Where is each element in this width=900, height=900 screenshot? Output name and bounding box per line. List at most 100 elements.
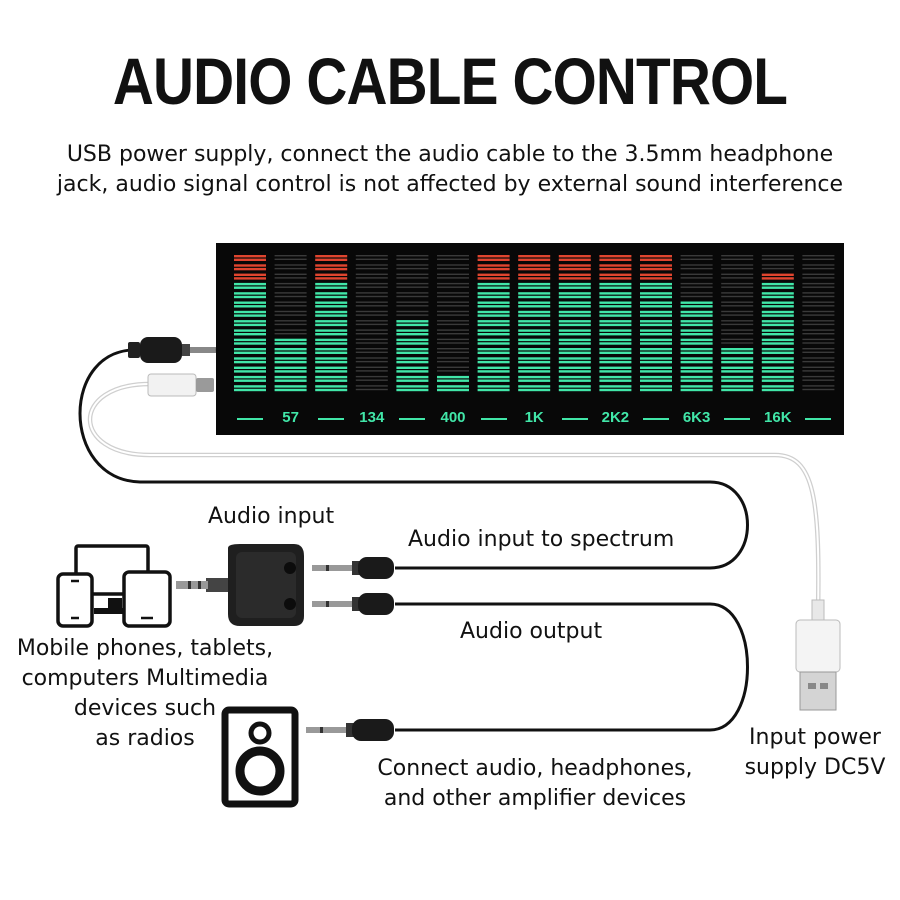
spectrum-column xyxy=(274,255,307,392)
spectrum-input-plug xyxy=(312,557,394,579)
bar-segment-lit xyxy=(558,370,591,373)
bar-segment-lit xyxy=(640,305,672,308)
bar-segment-off xyxy=(274,295,307,298)
bar-segment-lit xyxy=(437,379,469,382)
bar-segment-lit xyxy=(558,348,591,351)
bar-segment-off xyxy=(355,301,388,303)
bar-segment-off xyxy=(355,264,388,266)
bar-segment-lit xyxy=(558,295,591,299)
bar-segment-lit xyxy=(640,375,672,379)
bar-segment-off xyxy=(802,351,835,353)
bar-segment-lit xyxy=(234,255,266,258)
bar-segment-lit xyxy=(234,388,266,392)
frequency-label: 6K3 xyxy=(682,409,711,426)
bar-segment-lit xyxy=(721,357,754,360)
bar-segment-lit xyxy=(721,360,754,364)
bar-segment-lit xyxy=(640,255,672,258)
bar-segment-lit xyxy=(518,351,551,354)
bar-segment-off xyxy=(680,292,713,294)
bar-segment-lit xyxy=(558,366,591,369)
bar-segment-off xyxy=(721,329,754,331)
bar-segment-lit xyxy=(599,351,632,354)
bar-segment-lit xyxy=(234,379,266,382)
spectrum-column xyxy=(761,255,794,392)
bar-segment-lit xyxy=(558,258,591,261)
bar-segment-lit xyxy=(599,314,632,317)
bar-segment-lit xyxy=(518,388,551,392)
audio-splitter xyxy=(176,544,304,626)
bar-segment-off xyxy=(355,348,388,350)
bar-segment-lit xyxy=(761,273,794,276)
bar-segment-lit xyxy=(721,375,754,379)
bar-segment-lit xyxy=(599,338,632,342)
bar-segment-lit xyxy=(761,338,794,342)
bar-segment-lit xyxy=(761,375,794,379)
bar-segment-off xyxy=(802,292,835,294)
bar-segment-lit xyxy=(558,351,591,354)
bar-segment-lit xyxy=(640,333,672,336)
bar-segment-lit xyxy=(234,323,266,327)
frequency-dash xyxy=(237,418,263,420)
bar-segment-off xyxy=(396,282,429,285)
spectrum-audio-cable xyxy=(78,348,749,570)
bar-segment-lit xyxy=(477,310,510,314)
bar-segment-lit xyxy=(558,357,591,360)
page-title: AUDIO CABLE CONTROL xyxy=(112,44,788,118)
bar-segment-lit xyxy=(680,375,713,379)
bar-segment-off xyxy=(802,348,835,350)
bar-segment-off xyxy=(396,301,429,303)
frequency-dash xyxy=(805,418,832,420)
bar-segment-off xyxy=(355,329,388,331)
bar-segment-lit xyxy=(640,273,672,276)
bar-segment-lit xyxy=(477,277,510,280)
bar-segment-off xyxy=(437,286,469,288)
bar-segment-lit xyxy=(680,351,713,354)
frequency-label: 400 xyxy=(440,409,466,426)
bar-segment-off xyxy=(802,286,835,288)
bar-segment-lit xyxy=(518,282,551,286)
bar-segment-lit xyxy=(518,295,551,299)
bar-segment-lit xyxy=(558,329,591,332)
bar-segment-off xyxy=(802,264,835,266)
bar-segment-lit xyxy=(518,333,551,336)
frequency-dash xyxy=(480,418,507,420)
bar-segment-off xyxy=(721,301,754,303)
bar-segment-lit xyxy=(558,314,591,317)
bar-segment-lit xyxy=(599,273,632,276)
bar-segment-lit xyxy=(518,385,551,388)
bar-segment-lit xyxy=(640,329,672,332)
bar-segment-off xyxy=(437,277,469,279)
bar-segment-lit xyxy=(518,329,551,332)
bar-segment-lit xyxy=(721,379,754,382)
spectrum-column xyxy=(680,255,713,392)
audio-output-cable xyxy=(395,602,749,732)
bar-segment-lit xyxy=(558,292,591,295)
usb-a-plug xyxy=(795,599,841,711)
bar-segment-off xyxy=(437,310,469,313)
bar-segment-lit xyxy=(315,320,348,323)
bar-segment-lit xyxy=(518,255,551,258)
bar-segment-lit xyxy=(477,314,510,317)
bar-segment-off xyxy=(721,310,754,313)
bar-segment-lit xyxy=(477,320,510,323)
spectrum-column xyxy=(437,255,469,392)
bar-segment-lit xyxy=(599,379,632,382)
bar-segment-off xyxy=(396,273,429,275)
bar-segment-lit xyxy=(315,388,348,392)
bar-segment-lit xyxy=(234,295,266,299)
bar-segment-lit xyxy=(234,310,266,314)
bar-segment-off xyxy=(355,286,388,288)
bar-segment-off xyxy=(274,292,307,294)
bar-segment-lit xyxy=(680,360,713,364)
bar-segment-off xyxy=(802,366,835,368)
bar-segment-off xyxy=(355,342,388,344)
bar-segment-lit xyxy=(599,267,632,271)
bar-segment-off xyxy=(355,370,388,372)
bar-segment-lit xyxy=(315,292,348,295)
bar-segment-off xyxy=(437,301,469,303)
bar-segment-lit xyxy=(599,357,632,360)
bar-segment-lit xyxy=(558,342,591,345)
bar-segment-lit xyxy=(477,267,510,271)
bar-segment-lit xyxy=(599,295,632,299)
